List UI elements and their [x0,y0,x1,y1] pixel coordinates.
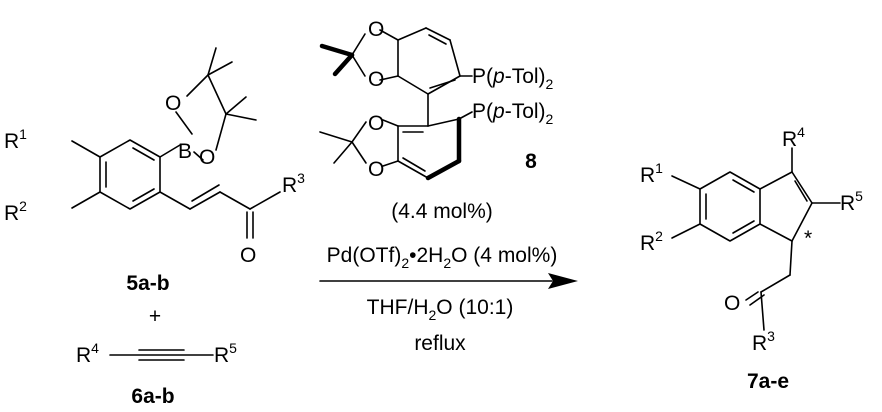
r2-label: R2 [640,228,663,255]
carbonyl-oxygen-atom: O [240,244,256,267]
temperature-condition: reflux [414,332,466,355]
compound-7-id: 7a-e [747,370,789,393]
r5-label: R5 [840,188,863,215]
product-7-structure [671,147,841,331]
r3-label: R3 [282,170,305,197]
compound-8-id: 8 [525,150,537,173]
r2-label: R2 [4,198,27,225]
oxygen-atom: O [165,92,181,115]
r1-label: R1 [640,160,663,187]
stereocenter-mark: * [804,227,812,250]
oxygen-atom: O [199,146,215,169]
r4-label: R4 [76,340,99,367]
compound-6-id: 6a-b [131,385,174,408]
ligand-loading: (4.4 mol%) [391,200,493,223]
r1-label: R1 [4,126,27,153]
plus-sign: + [149,305,161,328]
ligand-8-structure [319,27,473,181]
boron-atom: B [178,140,192,163]
phosphine-group-2: P(p-Tol)2 [472,100,554,127]
oxygen-atom: O [368,112,384,135]
carbonyl-oxygen-atom: O [724,292,740,315]
reaction-arrow [319,273,578,289]
alkyne-triple-bond [109,349,214,361]
catalyst-condition: Pd(OTf)2•2H2O (4 mol%) [327,244,558,271]
r5-label: R5 [214,340,237,367]
compound-5-id: 5a-b [126,272,169,295]
oxygen-atom: O [368,68,384,91]
oxygen-atom: O [368,18,384,41]
r4-label: R4 [782,124,805,151]
solvent-condition: THF/H2O (10:1) [367,296,514,323]
reactant-5-structure [71,47,281,239]
r3-label: R3 [752,328,775,355]
phosphine-group-1: P(p-Tol)2 [472,65,554,92]
oxygen-atom: O [368,158,384,181]
